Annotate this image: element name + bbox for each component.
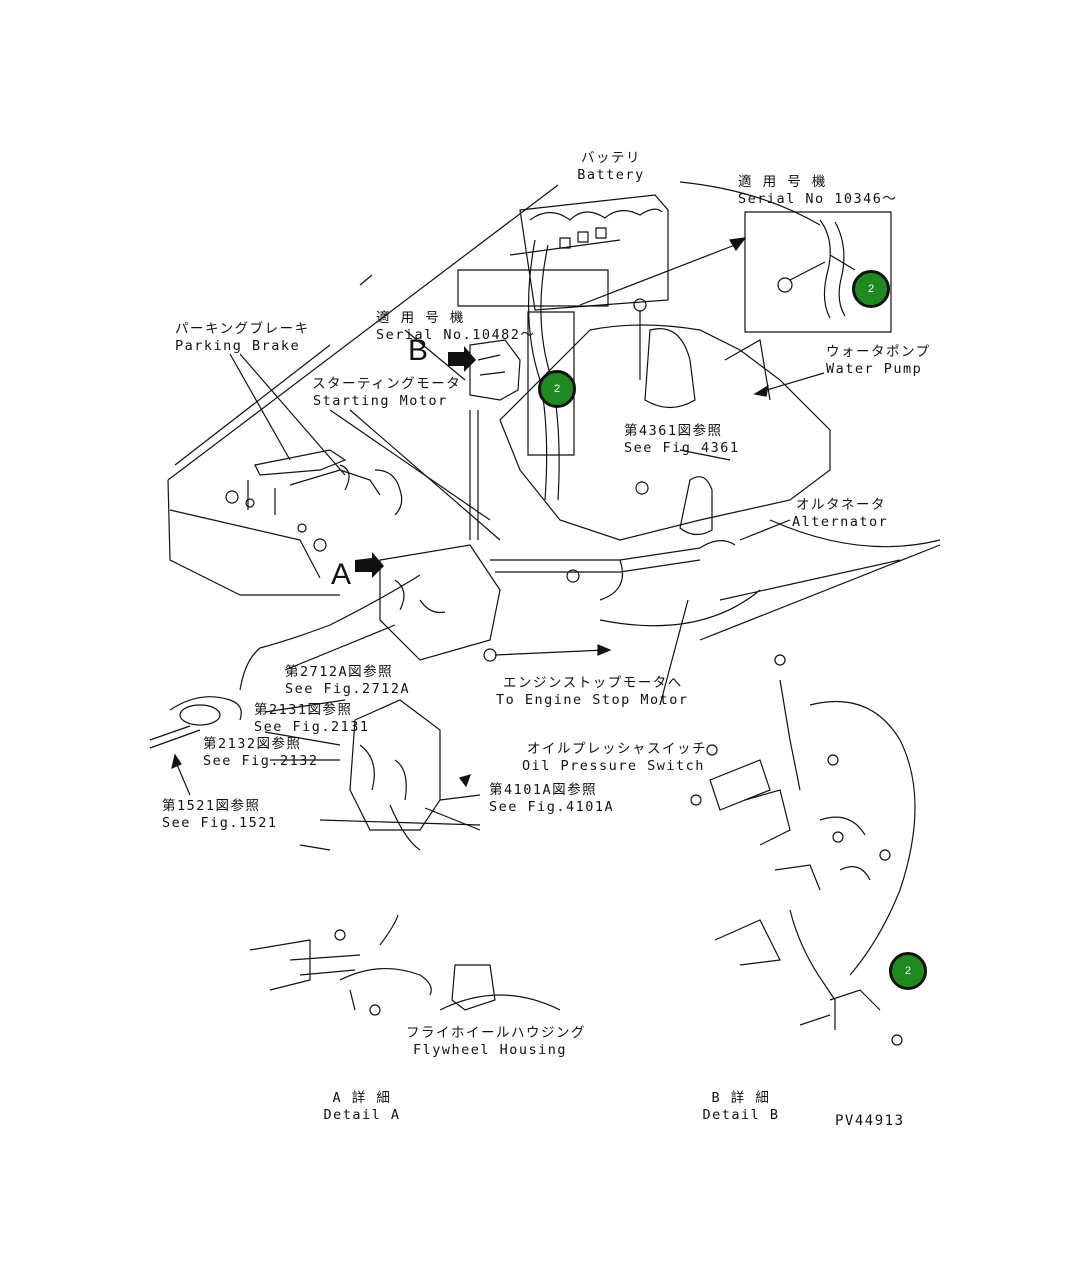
- alternator-label-jp: オルタネータ: [796, 497, 886, 513]
- flywheel-housing-label-jp: フライホイールハウジング: [406, 1025, 586, 1041]
- water-pump-label-en: Water Pump: [826, 361, 923, 377]
- battery-label-en: Battery: [577, 167, 645, 183]
- engine-stop-motor-label-jp: エンジンストップモータへ: [503, 675, 683, 691]
- detail-a-label-en: Detail A: [323, 1107, 401, 1123]
- starting-motor-label-en: Starting Motor: [313, 393, 448, 409]
- flywheel-housing-label-en: Flywheel Housing: [413, 1042, 568, 1058]
- water-pump-label-jp: ウォータポンプ: [826, 344, 931, 360]
- see-fig-2712a-label-en: See Fig.2712A: [285, 681, 411, 697]
- battery-cable-inset-box: [458, 270, 608, 306]
- callout-badge[interactable]: 2: [852, 270, 890, 308]
- serial-mid-label-en: Serial No.10482～: [376, 327, 536, 343]
- see-fig-1521-label-en: See Fig.1521: [162, 815, 278, 831]
- battery-label-jp: バッテリ: [581, 150, 641, 166]
- callout-badge[interactable]: 2: [538, 370, 576, 408]
- alternator-label-en: Alternator: [792, 514, 889, 530]
- see-fig-4101a-label-jp: 第4101A図参照: [489, 782, 598, 798]
- serial-top-label-en: Serial No 10346～: [738, 191, 898, 207]
- see-fig-4361-label-jp: 第4361図参照: [624, 423, 723, 439]
- oil-pressure-switch-label-en: Oil Pressure Switch: [522, 758, 705, 774]
- see-fig-2131-label-jp: 第2131図参照: [254, 702, 353, 718]
- detail-a-label-jp: A 詳 細: [332, 1090, 392, 1106]
- starting-motor-label-jp: スターティングモータ: [312, 376, 462, 392]
- serial-mid-label-jp: 適 用 号 機: [376, 310, 465, 326]
- see-fig-1521-label-jp: 第1521図参照: [162, 798, 261, 814]
- see-fig-2132-label-en: See Fig.2132: [203, 753, 319, 769]
- parking-brake-label-jp: パーキングブレーキ: [175, 321, 310, 337]
- oil-pressure-switch-label-jp: オイルプレッシャスイッチ: [527, 741, 707, 757]
- detail-b-label-jp: B 詳 細: [711, 1090, 771, 1106]
- callout-badge[interactable]: 2: [889, 952, 927, 990]
- drawing-number: PV44913: [835, 1113, 905, 1129]
- see-fig-2131-label-en: See Fig.2131: [254, 719, 370, 735]
- see-fig-4101a-label-en: See Fig.4101A: [489, 799, 615, 815]
- parking-brake-label-en: Parking Brake: [175, 338, 301, 354]
- engine-stop-motor-label-en: To Engine Stop Motor: [496, 692, 689, 708]
- detail-b-label-en: Detail B: [702, 1107, 780, 1123]
- view-a-marker: A: [331, 558, 352, 591]
- see-fig-2712a-label-jp: 第2712A図参照: [285, 664, 394, 680]
- serial-top-label-jp: 適 用 号 機: [738, 174, 827, 190]
- see-fig-2132-label-jp: 第2132図参照: [203, 736, 302, 752]
- serial-10346-inset-box: [745, 212, 891, 332]
- view-b-marker: B: [408, 334, 429, 367]
- see-fig-4361-label-en: See Fig 4361: [624, 440, 740, 456]
